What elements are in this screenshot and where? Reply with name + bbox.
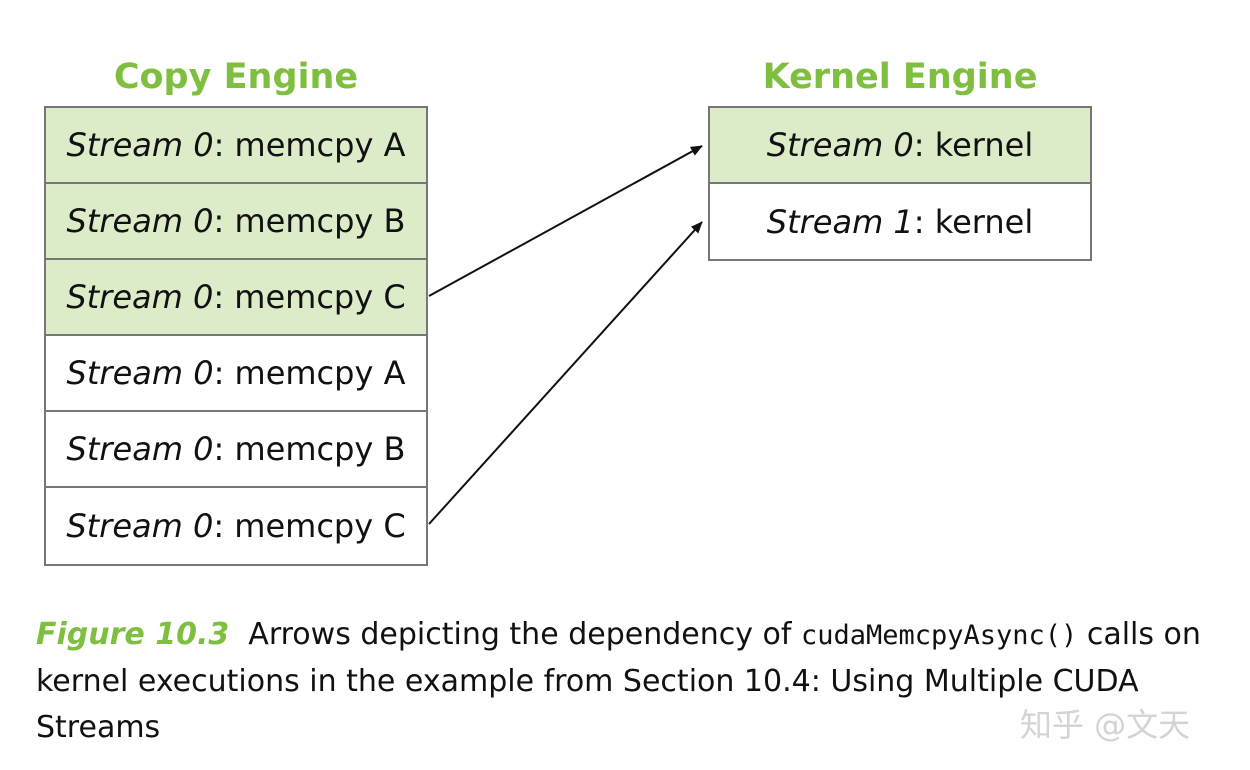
caption-text: calls on kernel executions in the exampl… <box>36 617 1201 745</box>
operation-label: : memcpy C <box>213 507 406 545</box>
copy-engine-title: Copy Engine <box>113 57 359 97</box>
stream-label: Stream 0 <box>66 507 214 545</box>
copy-engine-row: Stream 0: memcpy C <box>46 488 426 564</box>
stream-label: Stream 0 <box>66 202 214 240</box>
operation-label: : memcpy B <box>213 430 406 468</box>
caption-text: Arrows depicting the dependency of <box>248 617 801 652</box>
copy-engine-row: Stream 0: memcpy B <box>46 184 426 260</box>
caption-code: cudaMemcpyAsync() <box>800 620 1078 651</box>
operation-label: : memcpy A <box>213 126 406 164</box>
operation-label: : memcpy A <box>213 354 406 392</box>
stream-label: Stream 0 <box>766 126 914 164</box>
kernel-engine-table: Stream 0: kernel Stream 1: kernel <box>708 106 1092 261</box>
copy-engine-row: Stream 0: memcpy C <box>46 260 426 336</box>
kernel-engine-row: Stream 1: kernel <box>710 184 1090 260</box>
stream-label: Stream 0 <box>66 278 214 316</box>
stream-label: Stream 1 <box>766 203 914 241</box>
copy-engine-row: Stream 0: memcpy A <box>46 108 426 184</box>
stream-label: Stream 0 <box>66 126 214 164</box>
dependency-arrow <box>428 221 703 525</box>
watermark: 知乎 @文天 <box>1020 706 1191 744</box>
operation-label: : memcpy B <box>213 202 406 240</box>
copy-engine-row: Stream 0: memcpy B <box>46 412 426 488</box>
copy-engine-row: Stream 0: memcpy A <box>46 336 426 412</box>
operation-label: : kernel <box>913 126 1034 164</box>
copy-engine-table: Stream 0: memcpy A Stream 0: memcpy B St… <box>44 106 428 566</box>
kernel-engine-title: Kernel Engine <box>762 57 1038 97</box>
figure-label: Figure 10.3 <box>36 617 230 652</box>
dependency-arrow <box>428 145 703 297</box>
stream-label: Stream 0 <box>66 354 214 392</box>
kernel-engine-row: Stream 0: kernel <box>710 108 1090 184</box>
operation-label: : kernel <box>913 203 1034 241</box>
operation-label: : memcpy C <box>213 278 406 316</box>
stream-label: Stream 0 <box>66 430 214 468</box>
figure-caption: Figure 10.3 Arrows depicting the depende… <box>36 612 1236 751</box>
